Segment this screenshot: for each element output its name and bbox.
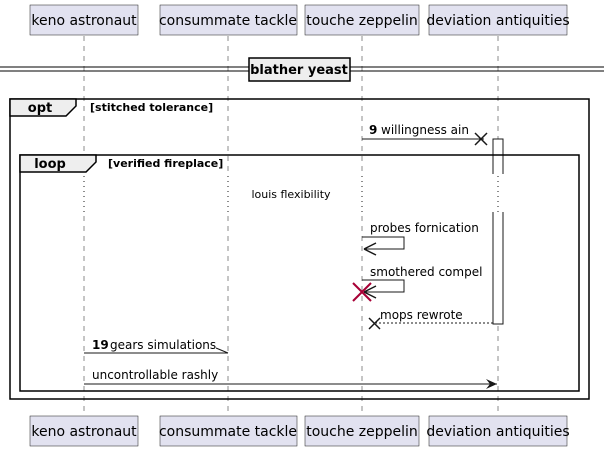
divider-blather-yeast: blather yeast: [0, 57, 604, 82]
destroy-icon: [368, 317, 381, 330]
delay-label: louis flexibility: [251, 188, 331, 201]
participant-label: touche zeppelin: [306, 13, 418, 29]
opt-frame: opt [stitched tolerance]: [9, 98, 590, 400]
message-label: uncontrollable rashly: [92, 368, 218, 382]
message-mops-rewrote: mops rewrote: [368, 308, 493, 330]
participant-touche-zeppelin-bottom[interactable]: touche zeppelin: [304, 415, 420, 447]
message-probes-fornication: probes fornication: [362, 221, 479, 256]
opt-keyword: opt: [28, 101, 52, 116]
message-willingness-ain: 9 willingness ain: [362, 123, 488, 146]
participant-label: consummate tackle: [159, 13, 297, 29]
participant-label: keno astronaut: [31, 13, 137, 29]
destroy-icon: [474, 132, 488, 146]
divider-label: blather yeast: [250, 63, 348, 78]
participant-label: keno astronaut: [31, 424, 137, 440]
message-smothered-compel: smothered compel: [352, 265, 482, 302]
participant-label: deviation antiquities: [426, 13, 569, 29]
delay-section: louis flexibility: [80, 174, 504, 212]
activation-bar: [492, 138, 504, 325]
message-number: 19: [92, 338, 109, 352]
message-label: gears simulations: [110, 338, 216, 352]
message-gears-simulations: 19 gears simulations: [84, 338, 229, 354]
message-label: mops rewrote: [380, 308, 463, 322]
loop-guard: [verified fireplace]: [108, 157, 223, 170]
participant-deviation-antiquities-bottom[interactable]: deviation antiquities: [426, 415, 570, 447]
message-label: willingness ain: [381, 123, 469, 137]
message-label: probes fornication: [370, 221, 479, 235]
participant-keno-astronaut-bottom[interactable]: keno astronaut: [29, 415, 139, 447]
message-number: 9: [369, 123, 377, 137]
loop-frame: loop [verified fireplace]: [19, 154, 580, 392]
participant-consummate-tackle-bottom[interactable]: consummate tackle: [159, 415, 298, 447]
participant-label: consummate tackle: [159, 424, 297, 440]
participant-label: touche zeppelin: [306, 424, 418, 440]
participant-deviation-antiquities-top[interactable]: deviation antiquities: [426, 4, 570, 36]
message-label: smothered compel: [370, 265, 482, 279]
message-uncontrollable-rashly: uncontrollable rashly: [84, 368, 497, 389]
opt-guard: [stitched tolerance]: [90, 101, 213, 114]
loop-keyword: loop: [34, 157, 66, 172]
participant-label: deviation antiquities: [426, 424, 569, 440]
participant-keno-astronaut-top[interactable]: keno astronaut: [29, 4, 139, 36]
participant-touche-zeppelin-top[interactable]: touche zeppelin: [304, 4, 420, 36]
participant-consummate-tackle-top[interactable]: consummate tackle: [159, 4, 298, 36]
destroy-icon: [352, 282, 372, 302]
